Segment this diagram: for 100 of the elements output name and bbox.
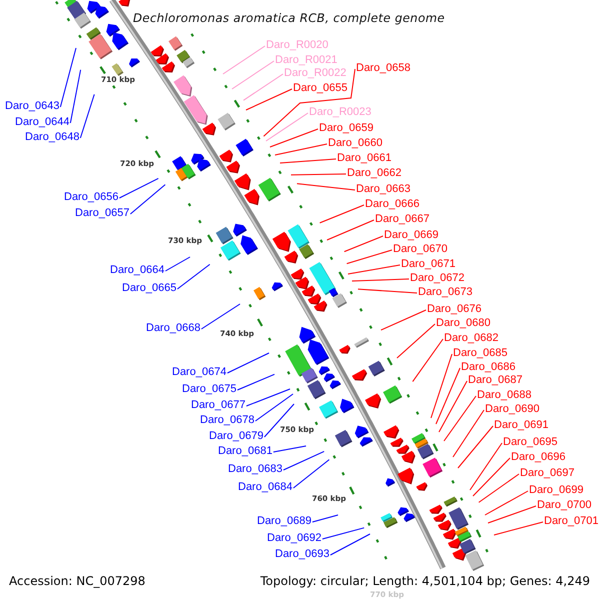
gene-label: Daro_0656 bbox=[64, 191, 118, 203]
leader-line bbox=[346, 250, 392, 264]
gene-label: Daro_0684 bbox=[238, 481, 292, 493]
leader-line bbox=[118, 178, 159, 198]
leader-line bbox=[436, 368, 460, 424]
gene-label: Daro_0682 bbox=[444, 332, 498, 344]
leader-line bbox=[70, 69, 82, 124]
leader-line bbox=[292, 459, 330, 488]
accession-text: Accession: NC_007298 bbox=[9, 574, 146, 588]
gene-label: Daro_0685 bbox=[453, 347, 508, 359]
gene-label: Daro_0693 bbox=[275, 548, 330, 560]
gene-label: Daro_0679 bbox=[209, 430, 264, 442]
leader-line bbox=[246, 88, 292, 110]
gene-label: Daro_0687 bbox=[468, 374, 522, 386]
gene-label: Daro_0643 bbox=[5, 100, 60, 112]
leader-line bbox=[164, 256, 190, 272]
leader-line bbox=[452, 410, 484, 458]
leader-line bbox=[266, 112, 308, 142]
leader-line bbox=[226, 352, 270, 374]
leader-line bbox=[484, 490, 528, 516]
leader-line bbox=[322, 527, 365, 540]
gene-label: Daro_0683 bbox=[228, 463, 282, 475]
gene-label: Daro_0657 bbox=[75, 207, 130, 219]
leader-line bbox=[80, 94, 95, 138]
gene-label: Daro_0655 bbox=[293, 82, 348, 94]
gene-label: Daro_R0022 bbox=[284, 67, 346, 79]
gene-label: Daro_0678 bbox=[200, 414, 254, 426]
gene-label: Daro_0699 bbox=[529, 484, 584, 496]
leader-line bbox=[348, 264, 400, 274]
leader-line bbox=[352, 278, 410, 282]
leader-line bbox=[270, 128, 318, 148]
leader-line bbox=[272, 446, 306, 452]
gene-label: Daro_0688 bbox=[477, 389, 532, 401]
gene-label: Daro_0677 bbox=[191, 399, 246, 411]
gene-label: Daro_R0023 bbox=[309, 106, 372, 118]
gene-label: Daro_0691 bbox=[494, 419, 548, 431]
leader-line bbox=[222, 46, 266, 74]
gene-label: Daro_0667 bbox=[375, 213, 430, 225]
gene-label: Daro_0664 bbox=[110, 264, 164, 276]
leader-line bbox=[236, 374, 275, 390]
leader-line bbox=[200, 304, 240, 330]
leader-line bbox=[176, 264, 210, 290]
leader-line bbox=[326, 220, 374, 240]
gene-label: Daro_0690 bbox=[485, 403, 540, 415]
leader-line bbox=[282, 450, 325, 470]
gene-label: Daro_0670 bbox=[393, 243, 448, 255]
leader-line bbox=[254, 394, 294, 422]
gene-label: Daro_R0020 bbox=[266, 39, 328, 51]
leader-line bbox=[290, 174, 346, 176]
leader-line bbox=[380, 310, 426, 330]
leader-line bbox=[458, 426, 494, 468]
leader-line bbox=[312, 514, 338, 522]
leader-line bbox=[274, 144, 328, 156]
leader-line bbox=[263, 68, 356, 137]
gene-label: Daro_0701 bbox=[544, 515, 598, 527]
gene-label: Daro_0697 bbox=[520, 467, 574, 479]
leader-line bbox=[243, 74, 284, 101]
gene-label: Daro_0659 bbox=[319, 122, 374, 134]
gene-label: Daro_0676 bbox=[427, 303, 482, 315]
leader-line bbox=[470, 442, 502, 490]
leader-line bbox=[344, 236, 384, 252]
diagram-title: Dechloromonas aromatica RCB, complete genome bbox=[133, 10, 445, 26]
leader-line bbox=[472, 458, 510, 496]
leader-line bbox=[319, 204, 364, 224]
leader-line bbox=[280, 158, 336, 164]
leader-line bbox=[438, 380, 468, 432]
leader-line bbox=[430, 354, 452, 418]
gene-label: Daro_0644 bbox=[15, 116, 70, 128]
gene-label: Daro_0658 bbox=[356, 62, 410, 74]
gene-label: Daro_0660 bbox=[328, 137, 382, 149]
gene-label: Daro_0689 bbox=[257, 515, 312, 527]
gene-label: Daro_0671 bbox=[401, 258, 456, 270]
leader-line bbox=[264, 404, 294, 438]
gene-label: Daro_0680 bbox=[436, 317, 490, 329]
leader-line bbox=[396, 324, 436, 358]
gene-label: Daro_0668 bbox=[146, 322, 200, 334]
leader-line bbox=[330, 534, 370, 556]
leader-line bbox=[232, 60, 274, 90]
gene-label: Daro_0675 bbox=[182, 383, 236, 395]
leader-line bbox=[478, 474, 520, 503]
gene-label: Daro_0696 bbox=[511, 451, 566, 463]
leader-line bbox=[246, 388, 290, 406]
gene-label: Daro_0648 bbox=[25, 131, 80, 143]
leader-line bbox=[358, 288, 418, 294]
leader-line bbox=[412, 338, 444, 382]
gene-label: Daro_0686 bbox=[461, 361, 516, 373]
leader-line bbox=[60, 48, 76, 108]
leader-line bbox=[296, 183, 356, 190]
gene-label: Daro_0662 bbox=[347, 167, 402, 179]
leader-line bbox=[494, 522, 544, 536]
gene-label: Daro_0661 bbox=[337, 152, 392, 164]
gene-label: Daro_0700 bbox=[537, 499, 592, 511]
gene-label: Daro_0665 bbox=[122, 282, 176, 294]
leader-line bbox=[130, 184, 166, 214]
gene-label: Daro_0674 bbox=[172, 366, 226, 378]
gene-label: Daro_R0021 bbox=[275, 54, 338, 66]
gene-label: Daro_0681 bbox=[218, 445, 272, 457]
gene-label: Daro_0673 bbox=[418, 286, 472, 298]
gene-label: Daro_0663 bbox=[356, 183, 410, 195]
gene-label: Daro_0669 bbox=[384, 229, 438, 241]
